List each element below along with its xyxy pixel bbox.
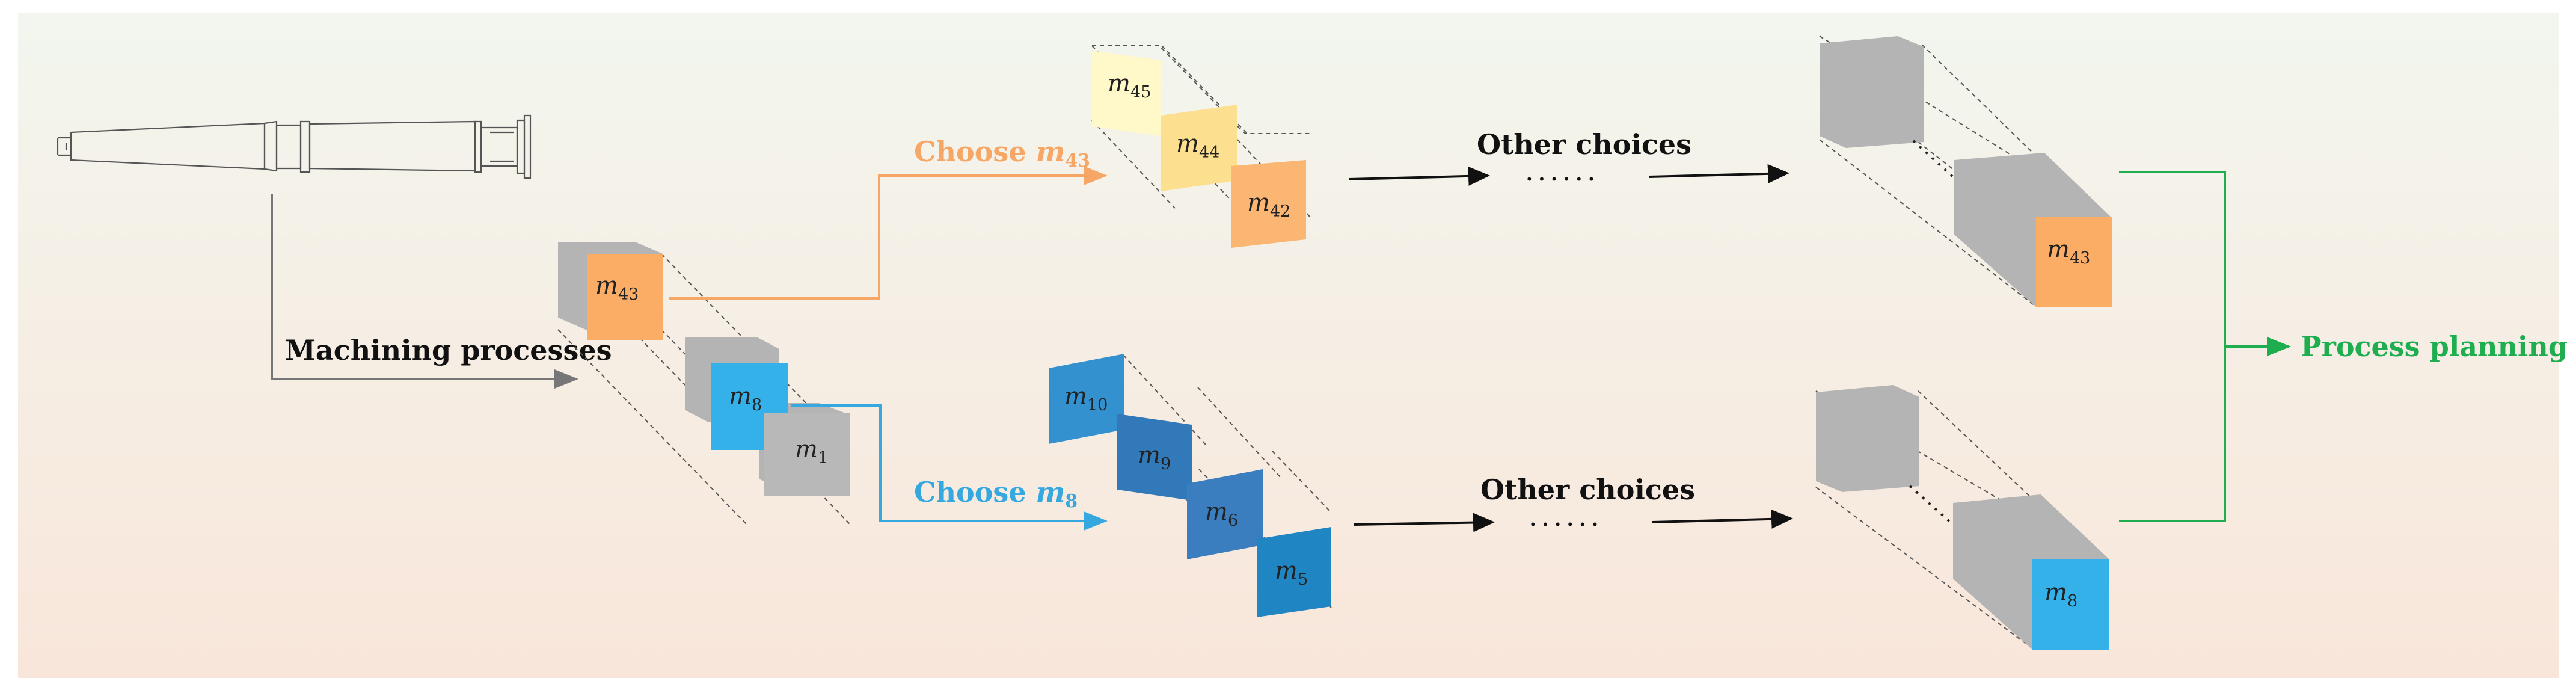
- tile-center-m43-label: m43: [595, 272, 639, 304]
- bottom-final-gray-front: [1816, 385, 1919, 492]
- process-planning-label: Process planning: [2301, 330, 2568, 363]
- tile-bottom-m5: [1257, 527, 1331, 617]
- choose-m8-label: Choose m8: [914, 476, 1078, 512]
- tile-top-m44: [1161, 105, 1237, 191]
- tile-bottom-m5-label: m5: [1275, 557, 1308, 589]
- choose-m8-arrow: [791, 404, 1108, 531]
- tile-top-final-m43-label: m43: [2047, 236, 2090, 268]
- top-final-dots: [1912, 140, 1955, 179]
- top-branch-edges: [1091, 45, 1311, 218]
- tile-bottom-m6: [1187, 469, 1263, 559]
- top-arrow-from-other: [1648, 164, 1789, 183]
- top-final-gray-front: [1820, 36, 1924, 148]
- candidate-processes-block: m43 m8 m1: [557, 242, 852, 526]
- bottom-branch-sequence: m10 m9 m6 m5: [1049, 354, 1332, 617]
- choose-m43-arrow: [669, 166, 1108, 300]
- tile-bottom-m9-label: m9: [1138, 442, 1171, 473]
- tile-center-m1-label: m1: [795, 436, 828, 467]
- tile-bottom-m10-label: m10: [1064, 383, 1108, 414]
- top-arrow-to-other: [1349, 166, 1490, 186]
- top-final-edges: [1819, 35, 2111, 306]
- tile-center-m8-label: m8: [729, 383, 762, 414]
- tile-top-m45-label: m45: [1108, 70, 1151, 102]
- bottom-other-choices-label: Other choices: [1480, 473, 1695, 506]
- tile-bottom-m9: [1117, 414, 1192, 501]
- bottom-arrow-to-other: [1354, 513, 1495, 532]
- top-final-sequence: m43: [1819, 35, 2112, 307]
- top-ellipsis: ......: [1525, 155, 1599, 187]
- tile-center-m1: [764, 413, 850, 496]
- bottom-arrow-from-other: [1652, 509, 1793, 529]
- tile-bottom-final-m8: [2032, 559, 2109, 650]
- tile-top-m44-label: m44: [1176, 130, 1219, 162]
- machining-processes-arrow: [271, 194, 578, 389]
- machining-processes-label: Machining processes: [285, 334, 612, 366]
- shaft-part-icon: [57, 114, 532, 179]
- tile-top-m42-label: m42: [1247, 189, 1290, 221]
- tile-bottom-m6-label: m6: [1205, 498, 1238, 530]
- bottom-final-sequence: m8: [1815, 385, 2110, 650]
- choose-m43-label: Choose m43: [914, 135, 1090, 171]
- tile-bottom-final-m8-label: m8: [2044, 579, 2078, 611]
- top-branch-sequence: m45 m44 m42: [1091, 45, 1311, 248]
- tile-top-m45: [1092, 51, 1161, 136]
- bottom-ellipsis: ......: [1529, 500, 1603, 532]
- top-other-choices-label: Other choices: [1477, 128, 1691, 161]
- tile-top-final-m43: [2036, 217, 2112, 307]
- tile-top-m42: [1231, 160, 1306, 248]
- bottom-final-dots: [1909, 485, 1953, 525]
- tile-center-m43: [587, 254, 663, 340]
- tile-bottom-m10: [1049, 354, 1124, 444]
